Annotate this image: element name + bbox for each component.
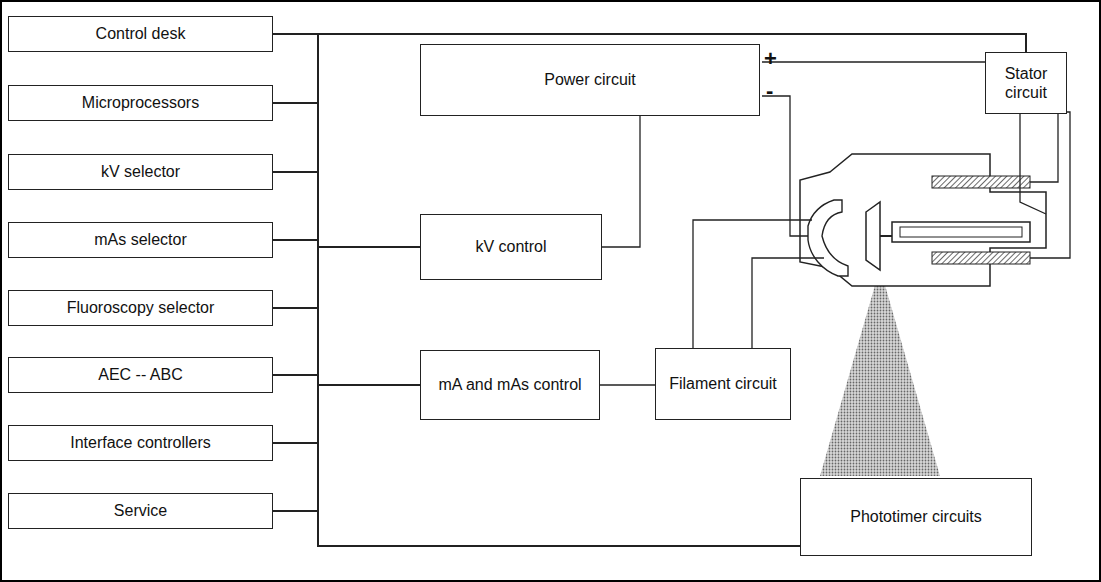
signal-line bbox=[273, 385, 420, 511]
signal-line bbox=[273, 240, 420, 247]
input-box: Service bbox=[8, 493, 273, 529]
box-label: Stator circuit bbox=[992, 64, 1060, 102]
stator-wire bbox=[1030, 112, 1070, 258]
signal-line bbox=[273, 34, 1026, 511]
signal-line bbox=[273, 511, 800, 546]
signal-line bbox=[273, 240, 800, 546]
cathode bbox=[808, 200, 848, 276]
signal-line bbox=[273, 172, 800, 546]
input-box: Interface controllers bbox=[8, 425, 273, 461]
stator-circuit-box: Stator circuit bbox=[985, 52, 1067, 114]
signal-line bbox=[273, 375, 420, 385]
rotor bbox=[892, 222, 1030, 242]
signal-line bbox=[602, 116, 640, 247]
box-label: Control desk bbox=[96, 24, 186, 43]
box-label: kV selector bbox=[101, 162, 180, 181]
control-box: kV control bbox=[420, 214, 602, 280]
input-box: AEC -- ABC bbox=[8, 357, 273, 393]
box-label: kV control bbox=[475, 237, 546, 256]
box-label: Service bbox=[114, 501, 167, 520]
signal-line bbox=[273, 172, 420, 247]
signal-line bbox=[273, 103, 420, 247]
box-label: Phototimer circuits bbox=[850, 507, 982, 526]
box-label: Filament circuit bbox=[669, 374, 777, 393]
signal-line bbox=[273, 308, 800, 546]
tube-envelope bbox=[800, 154, 1046, 286]
signal-line bbox=[600, 384, 655, 385]
signal-line bbox=[273, 443, 800, 546]
signal-line bbox=[273, 34, 1026, 308]
signal-line bbox=[273, 103, 420, 385]
cathode-wire bbox=[762, 96, 808, 236]
box-label: AEC -- ABC bbox=[98, 365, 182, 384]
box-label: mA and mAs control bbox=[438, 375, 581, 394]
signal-line bbox=[273, 308, 420, 385]
box-label: Microprocessors bbox=[82, 93, 199, 112]
signal-line bbox=[273, 34, 800, 546]
control-box: mA and mAs control bbox=[420, 350, 600, 420]
signal-line bbox=[273, 34, 420, 247]
signal-line bbox=[273, 247, 420, 443]
power-circuit-box: Power circuit bbox=[420, 44, 760, 116]
filament-wire bbox=[752, 258, 824, 348]
signal-line bbox=[273, 247, 420, 375]
stator-coil bbox=[932, 252, 1030, 264]
box-label: Interface controllers bbox=[70, 433, 211, 452]
input-box: mAs selector bbox=[8, 222, 273, 258]
box-label: Fluoroscopy selector bbox=[67, 298, 215, 317]
x-ray-beam bbox=[820, 268, 940, 476]
signal-line bbox=[273, 34, 1026, 172]
input-box: kV selector bbox=[8, 154, 273, 190]
input-box: Control desk bbox=[8, 16, 273, 52]
signal-line bbox=[273, 247, 420, 308]
input-box: Fluoroscopy selector bbox=[8, 290, 273, 326]
stator-coil bbox=[932, 176, 1030, 188]
signal-line bbox=[273, 103, 800, 546]
input-box: Microprocessors bbox=[8, 85, 273, 121]
signal-line bbox=[273, 34, 1026, 375]
signal-line bbox=[273, 34, 420, 385]
signal-line bbox=[273, 34, 1026, 240]
polarity-sign: + bbox=[764, 48, 777, 70]
polarity-sign: - bbox=[766, 80, 773, 102]
anode-disk bbox=[866, 202, 880, 270]
signal-line bbox=[273, 385, 420, 443]
signal-line bbox=[273, 240, 420, 385]
box-label: mAs selector bbox=[94, 230, 186, 249]
filament-circuit-box: Filament circuit bbox=[655, 348, 791, 420]
signal-line bbox=[273, 34, 1026, 443]
signal-line bbox=[273, 247, 420, 511]
signal-line bbox=[273, 172, 420, 385]
phototimer-box: Phototimer circuits bbox=[800, 478, 1032, 556]
box-label: Power circuit bbox=[544, 70, 636, 89]
